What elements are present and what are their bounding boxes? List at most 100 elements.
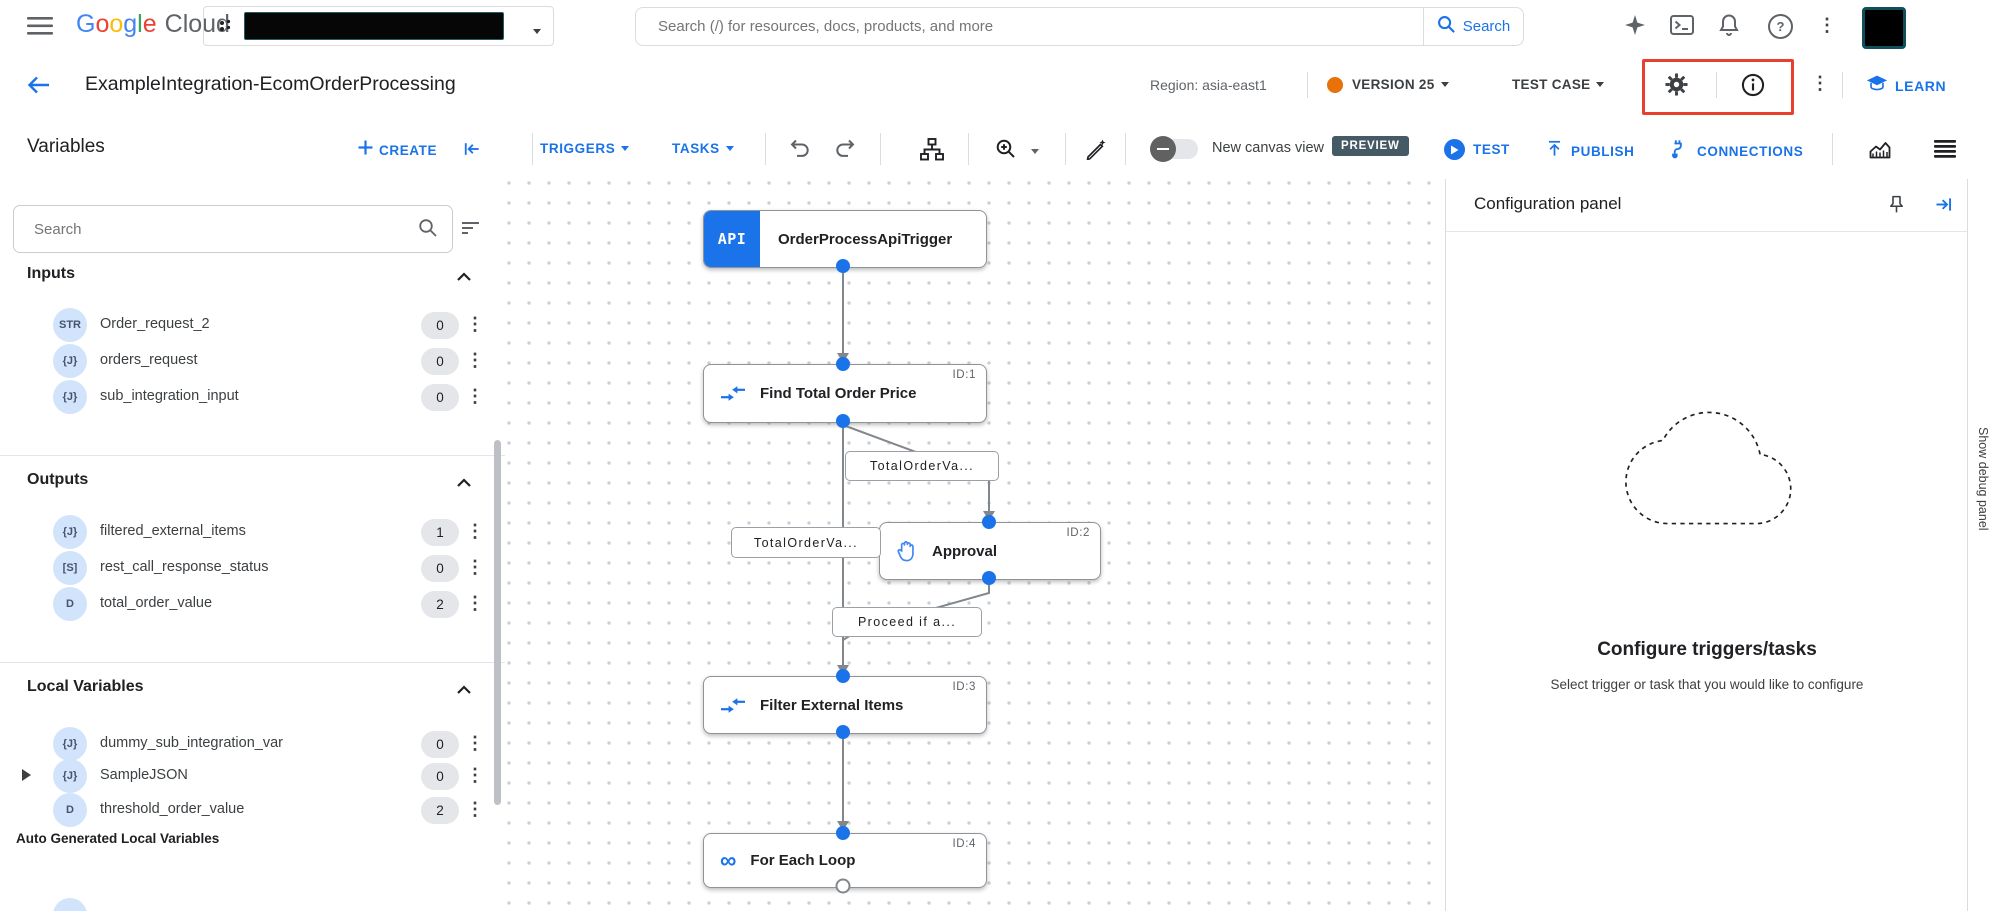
global-search-field[interactable] [635,7,1424,46]
divider [0,455,505,456]
back-icon[interactable] [27,75,51,100]
show-debug-panel-tab[interactable]: Show debug panel [1976,427,1990,531]
search-icon [1437,15,1456,39]
variable-name: rest_call_response_status [100,559,269,575]
variable-count-badge: 0 [421,383,459,411]
help-icon[interactable]: ? [1768,14,1793,39]
version-dropdown[interactable]: VERSION 25 [1352,77,1449,92]
variable-row[interactable]: {J} filtered_external_items 1 ⋮ [0,515,505,549]
collapse-right-icon[interactable] [1933,194,1954,220]
variable-type-badge: {J} [53,727,87,761]
variable-row[interactable]: D total_order_value 2 ⋮ [0,587,505,621]
variable-name: Order_request_2 [100,316,210,332]
scrollbar-thumb[interactable] [494,440,501,805]
publish-button[interactable]: PUBLISH [1545,139,1634,163]
variables-panel: Inputs STR Order_request_2 0 ⋮ {J} order… [0,179,506,911]
triggers-label: TRIGGERS [540,141,616,156]
node-filter-external-items[interactable]: ID:3 Filter External Items [703,676,987,734]
more-options-icon[interactable]: ⋮ [466,557,484,577]
toggle-knob-icon [1150,136,1176,162]
divider [1125,133,1126,165]
sort-icon[interactable] [462,221,482,240]
more-options-icon[interactable]: ⋮ [466,314,484,334]
more-options-icon[interactable]: ⋮ [466,799,484,819]
chevron-up-icon[interactable] [456,682,472,700]
google-cloud-logo[interactable]: Google Cloud [76,10,230,39]
variable-row[interactable]: {J} SampleJSON 0 ⋮ [0,759,505,793]
logs-icon[interactable] [1934,140,1956,163]
toolbar: Variables CREATE TRIGGERS TASKS [0,119,1999,180]
edge-label[interactable]: TotalOrderVa... [731,527,881,558]
edge-label[interactable]: TotalOrderVa... [845,451,999,481]
chevron-up-icon[interactable] [456,475,472,493]
project-selector[interactable] [203,6,554,46]
variable-row[interactable]: {J} sub_integration_input 0 ⋮ [0,380,505,414]
edit-pen-icon[interactable] [1085,138,1107,165]
variables-search-field[interactable] [13,205,453,253]
more-vert-icon[interactable]: ⋮ [1818,15,1836,35]
tasks-dropdown[interactable]: TASKS [672,141,734,156]
logo-google: Google [76,10,157,38]
flow-canvas[interactable]: API OrderProcessApiTrigger ID:1 Find Tot… [505,179,1445,911]
test-case-dropdown[interactable]: TEST CASE [1512,77,1605,92]
test-case-label: TEST CASE [1512,77,1591,92]
variable-row[interactable]: {J} dummy_sub_integration_var 0 ⋮ [0,727,505,761]
collapse-panel-icon[interactable] [462,139,482,164]
zoom-control[interactable] [995,138,1039,165]
variables-search-input[interactable] [32,208,406,250]
version-status-dot [1327,77,1343,93]
node-approval[interactable]: ID:2 Approval [879,522,1101,580]
edge-label[interactable]: Proceed if a... [832,607,982,637]
variable-name: dummy_sub_integration_var [100,735,283,751]
expand-icon[interactable] [22,769,31,781]
canvas-view-toggle[interactable] [1150,136,1198,162]
more-options-icon[interactable]: ⋮ [466,386,484,406]
menu-icon[interactable] [27,17,53,40]
variable-count-badge: 0 [421,762,459,790]
triggers-dropdown[interactable]: TRIGGERS [540,141,630,156]
avatar[interactable] [1862,7,1906,49]
zoom-in-icon [995,138,1017,165]
divider [1716,72,1717,98]
variable-type-badge: STR [53,308,87,342]
notifications-icon[interactable] [1718,13,1740,42]
create-button[interactable]: CREATE [358,140,437,160]
variable-row[interactable]: STR Order_request_2 0 ⋮ [0,308,505,342]
layout-icon[interactable] [920,138,944,166]
api-trigger-icon: API [704,211,760,267]
more-options-icon[interactable]: ⋮ [466,593,484,613]
more-options-icon[interactable]: ⋮ [466,350,484,370]
variable-row[interactable]: {J} orders_request 0 ⋮ [0,344,505,378]
connections-button[interactable]: CONNECTIONS [1668,138,1803,165]
info-icon[interactable] [1740,72,1766,103]
node-order-process-api-trigger[interactable]: API OrderProcessApiTrigger [703,210,987,268]
gemini-icon[interactable] [1623,13,1647,42]
pin-icon[interactable] [1886,194,1907,220]
redo-icon[interactable] [834,138,856,164]
more-options-icon[interactable]: ⋮ [466,521,484,541]
variable-count-badge: 2 [421,590,459,618]
global-search-input[interactable] [656,17,1400,36]
more-vert-icon[interactable]: ⋮ [1811,73,1829,93]
test-button[interactable]: TEST [1444,139,1510,160]
metrics-icon[interactable] [1868,138,1892,165]
tasks-label: TASKS [672,141,720,156]
more-options-icon[interactable]: ⋮ [466,733,484,753]
node-label: Find Total Order Price [760,385,917,402]
more-options-icon[interactable]: ⋮ [466,765,484,785]
variable-row[interactable]: [S] rest_call_response_status 0 ⋮ [0,551,505,585]
settings-gear-icon[interactable] [1663,71,1690,103]
node-for-each-loop[interactable]: ID:4 ∞ For Each Loop [703,833,987,888]
node-find-total-order-price[interactable]: ID:1 Find Total Order Price [703,364,987,423]
learn-link[interactable]: LEARN [1866,74,1946,97]
panel-title: Variables [27,136,105,157]
variable-row[interactable]: D threshold_order_value 2 ⋮ [0,793,505,827]
cloud-shell-icon[interactable] [1670,15,1694,40]
divider [765,133,766,165]
chevron-up-icon[interactable] [456,269,472,287]
undo-icon[interactable] [789,138,811,164]
section-inputs: Inputs [0,265,505,295]
node-id: ID:3 [952,681,976,693]
search-button[interactable]: Search [1423,7,1524,46]
divider [880,133,881,165]
